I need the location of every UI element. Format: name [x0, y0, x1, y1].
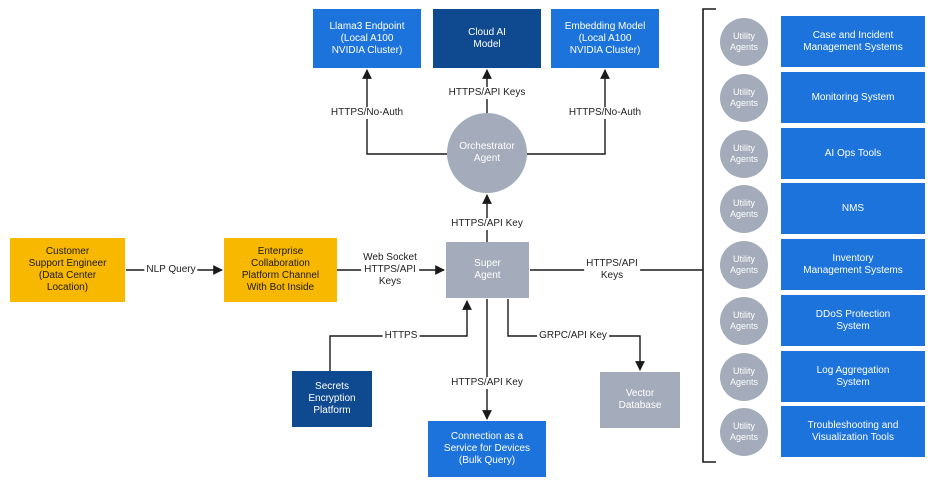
embedding-model-node: Embedding Model (Local A100 NVIDIA Clust… [551, 9, 659, 68]
edge-label-vector: GRPC/API Key [537, 330, 609, 342]
utility-system-box: NMS [781, 183, 925, 234]
utility-system-box: DDoS Protection System [781, 295, 925, 346]
collaboration-platform-node: Enterprise Collaboration Platform Channe… [224, 238, 337, 302]
utility-system-box: Log Aggregation System [781, 351, 925, 402]
utility-agent-circle: Utility Agents [720, 297, 768, 345]
edge-orch-embed [527, 69, 610, 155]
utility-bracket [702, 8, 716, 463]
utility-agent-circle: Utility Agents [720, 130, 768, 178]
utility-system-box: Case and Incident Management Systems [781, 16, 925, 67]
utility-agent-circle: Utility Agents [720, 18, 768, 66]
orchestrator-agent-node: Orchestrator Agent [447, 113, 527, 193]
utility-system-box: Troubleshooting and Visualization Tools [781, 406, 925, 457]
connection-as-a-service-node: Connection as a Service for Devices (Bul… [428, 421, 546, 477]
utility-agent-circle: Utility Agents [720, 353, 768, 401]
utility-system-box: AI Ops Tools [781, 128, 925, 179]
utility-system-box: Inventory Management Systems [781, 239, 925, 290]
edge-label-secrets: HTTPS [382, 330, 420, 342]
utility-agent-circle: Utility Agents [720, 408, 768, 456]
edge-label-orch-embed: HTTPS/No-Auth [566, 107, 644, 119]
edge-label-orch-llama: HTTPS/No-Auth [328, 107, 406, 119]
super-agent-node: Super Agent [446, 242, 529, 298]
edge-orch-llama [362, 69, 447, 155]
edge-label-nlp: NLP Query [144, 264, 198, 276]
cloud-ai-model-node: Cloud AI Model [433, 9, 541, 68]
llama3-endpoint-node: Llama3 Endpoint (Local A100 NVIDIA Clust… [313, 9, 421, 68]
secrets-encryption-node: Secrets Encryption Platform [292, 371, 372, 427]
utility-agent-circle: Utility Agents [720, 185, 768, 233]
utility-agent-circle: Utility Agents [720, 241, 768, 289]
edge-label-super-utility: HTTPS/API Keys [584, 258, 640, 282]
edge-label-orch-cloud: HTTPS/API Keys [446, 87, 528, 99]
edge-label-websocket: Web Socket HTTPS/API Keys [361, 252, 419, 288]
vector-database-node: Vector Database [600, 372, 680, 428]
utility-agent-circle: Utility Agents [720, 74, 768, 122]
utility-system-box: Monitoring System [781, 72, 925, 123]
customer-support-engineer-node: Customer Support Engineer (Data Center L… [10, 238, 125, 302]
edge-label-caas: HTTPS/API Key [449, 377, 525, 389]
edge-label-super-orch: HTTPS/API Key [449, 218, 525, 230]
